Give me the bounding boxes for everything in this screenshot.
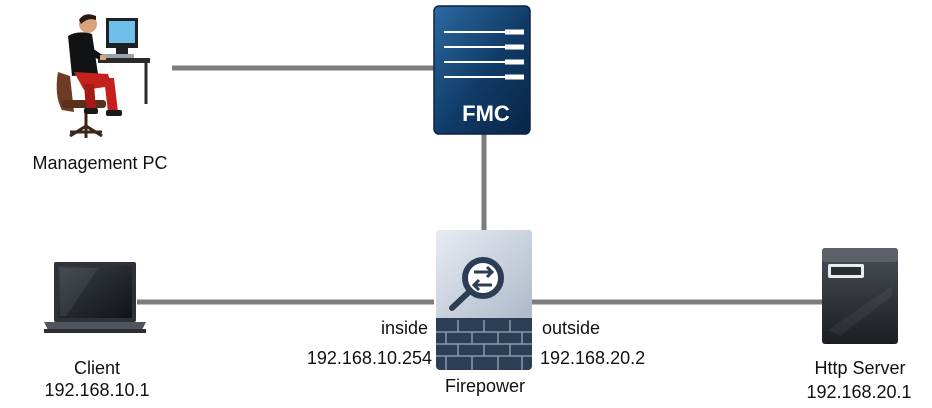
outside-interface-label: outside xyxy=(542,318,601,338)
inside-interface-ip: 192.168.10.254 xyxy=(306,348,432,368)
user-at-computer-icon xyxy=(56,14,150,138)
server-icon xyxy=(822,248,898,344)
management-pc-label: Management PC xyxy=(32,153,168,173)
laptop-icon xyxy=(44,262,146,333)
firewall-icon xyxy=(436,230,532,370)
client-ip: 192.168.10.1 xyxy=(44,380,150,400)
firepower-label: Firepower xyxy=(444,376,526,396)
http-server-label: Http Server xyxy=(814,358,906,378)
fmc-server-icon: FMC xyxy=(433,5,531,135)
inside-interface-label: inside xyxy=(380,318,428,338)
client-label: Client xyxy=(73,358,121,378)
http-server-ip: 192.168.20.1 xyxy=(806,382,912,402)
outside-interface-ip: 192.168.20.2 xyxy=(540,348,646,368)
fmc-label: FMC xyxy=(462,101,510,126)
links xyxy=(137,65,822,305)
